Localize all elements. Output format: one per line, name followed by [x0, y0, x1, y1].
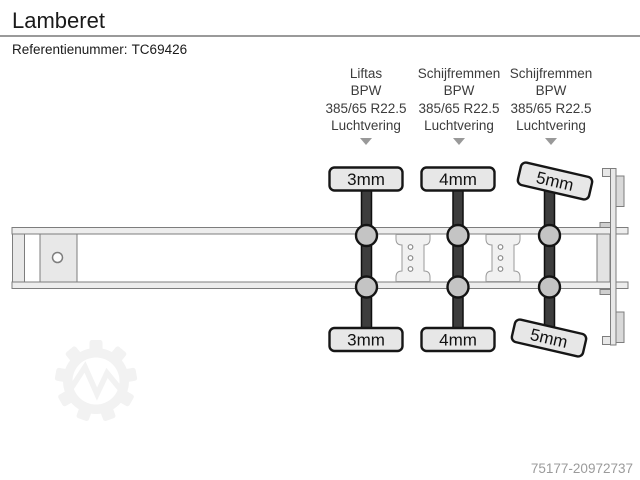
chassis-rails — [11, 227, 629, 289]
axle-3-bar — [543, 171, 556, 345]
front-section — [12, 233, 78, 283]
axle-tire-size: 385/65 R22.5 — [510, 100, 592, 116]
axle-suspension: Luchtvering — [424, 117, 494, 133]
tread-label: 3mm — [347, 331, 385, 350]
gear-m-zigzag — [67, 361, 124, 401]
axle-2-bar — [452, 173, 464, 345]
triangle-down-icon — [545, 138, 557, 146]
rear-bracket-top — [602, 168, 611, 177]
tires: 3mm 3mm 4mm 4mm 5mm 5mm — [328, 161, 594, 358]
axle-1-hub-top — [354, 223, 379, 248]
header: Lamberet Referentienummer:TC69426 — [0, 0, 640, 57]
rear-pad-bottom — [615, 311, 625, 343]
listing-id: 75177-20972737 — [530, 461, 633, 476]
rear-bumper-bar — [610, 168, 617, 346]
rear-tab-top — [599, 222, 612, 228]
axle-1-spec-column: Liftas BPW 385/65 R22.5 Luchtvering — [291, 65, 441, 146]
axle-3-tire-bottom: 5mm — [510, 318, 588, 358]
cross-member-2-holes — [497, 244, 504, 272]
chassis-rail-bottom — [11, 281, 629, 289]
reference-value: TC69426 — [131, 42, 188, 57]
axle-brand: BPW — [535, 83, 567, 99]
axle-suspension: Luchtvering — [516, 117, 586, 133]
cross-member-1-holes — [407, 244, 414, 272]
tread-label: 4mm — [439, 331, 477, 350]
gear-m-logo-watermark-icon — [44, 329, 148, 433]
front-crossmember — [12, 233, 25, 283]
axle-2-spec-column: Schijfremmen BPW 385/65 R22.5 Luchtverin… — [384, 65, 534, 146]
kingpin — [51, 251, 64, 264]
axle-tire-size: 385/65 R22.5 — [418, 100, 500, 116]
axle-feature: Schijfremmen — [509, 66, 593, 81]
reference-label: Referentienummer: — [12, 42, 128, 57]
axle-2-tire-top: 4mm — [420, 166, 496, 192]
axle-3-hub-bottom — [537, 275, 562, 299]
axle-1-tire-top: 3mm — [328, 166, 404, 192]
axle-brand: BPW — [443, 83, 475, 99]
axle-brand: BPW — [350, 83, 382, 99]
axle-1-hub-bottom — [354, 275, 379, 299]
cross-members — [395, 234, 521, 282]
axle-1-bar — [360, 173, 373, 345]
axle-2-hub-bottom — [446, 275, 470, 299]
suspension-hubs — [354, 223, 562, 299]
axle-3-tire-top: 5mm — [516, 161, 594, 201]
axle-suspension: Luchtvering — [331, 117, 401, 133]
triangle-down-icon — [360, 138, 372, 146]
tread-label: 4mm — [439, 170, 477, 189]
axle-2-hub-top — [446, 223, 470, 248]
axle-3-spec-column: Schijfremmen BPW 385/65 R22.5 Luchtverin… — [476, 65, 626, 146]
rear-pad-top — [615, 175, 625, 207]
rear-section — [596, 168, 625, 346]
axle-feature: Liftas — [349, 66, 383, 81]
rear-crossbox — [596, 233, 611, 283]
axle-feature: Schijfremmen — [417, 66, 501, 81]
axle-1-tire-bottom: 3mm — [328, 326, 404, 353]
rear-tab-bottom — [599, 289, 612, 295]
chassis-rail-top — [11, 227, 629, 235]
tread-label: 3mm — [347, 170, 385, 189]
page-title: Lamberet — [12, 8, 105, 33]
axle-2-tire-bottom: 4mm — [420, 326, 496, 353]
axle-bars — [360, 171, 556, 345]
rear-bracket-bottom — [602, 336, 611, 345]
axle-3-hub-top — [537, 223, 562, 248]
reference-number: Referentienummer:TC69426 — [0, 37, 640, 57]
triangle-down-icon — [453, 138, 465, 146]
axle-tire-size: 385/65 R22.5 — [325, 100, 407, 116]
title-divider — [0, 35, 640, 37]
